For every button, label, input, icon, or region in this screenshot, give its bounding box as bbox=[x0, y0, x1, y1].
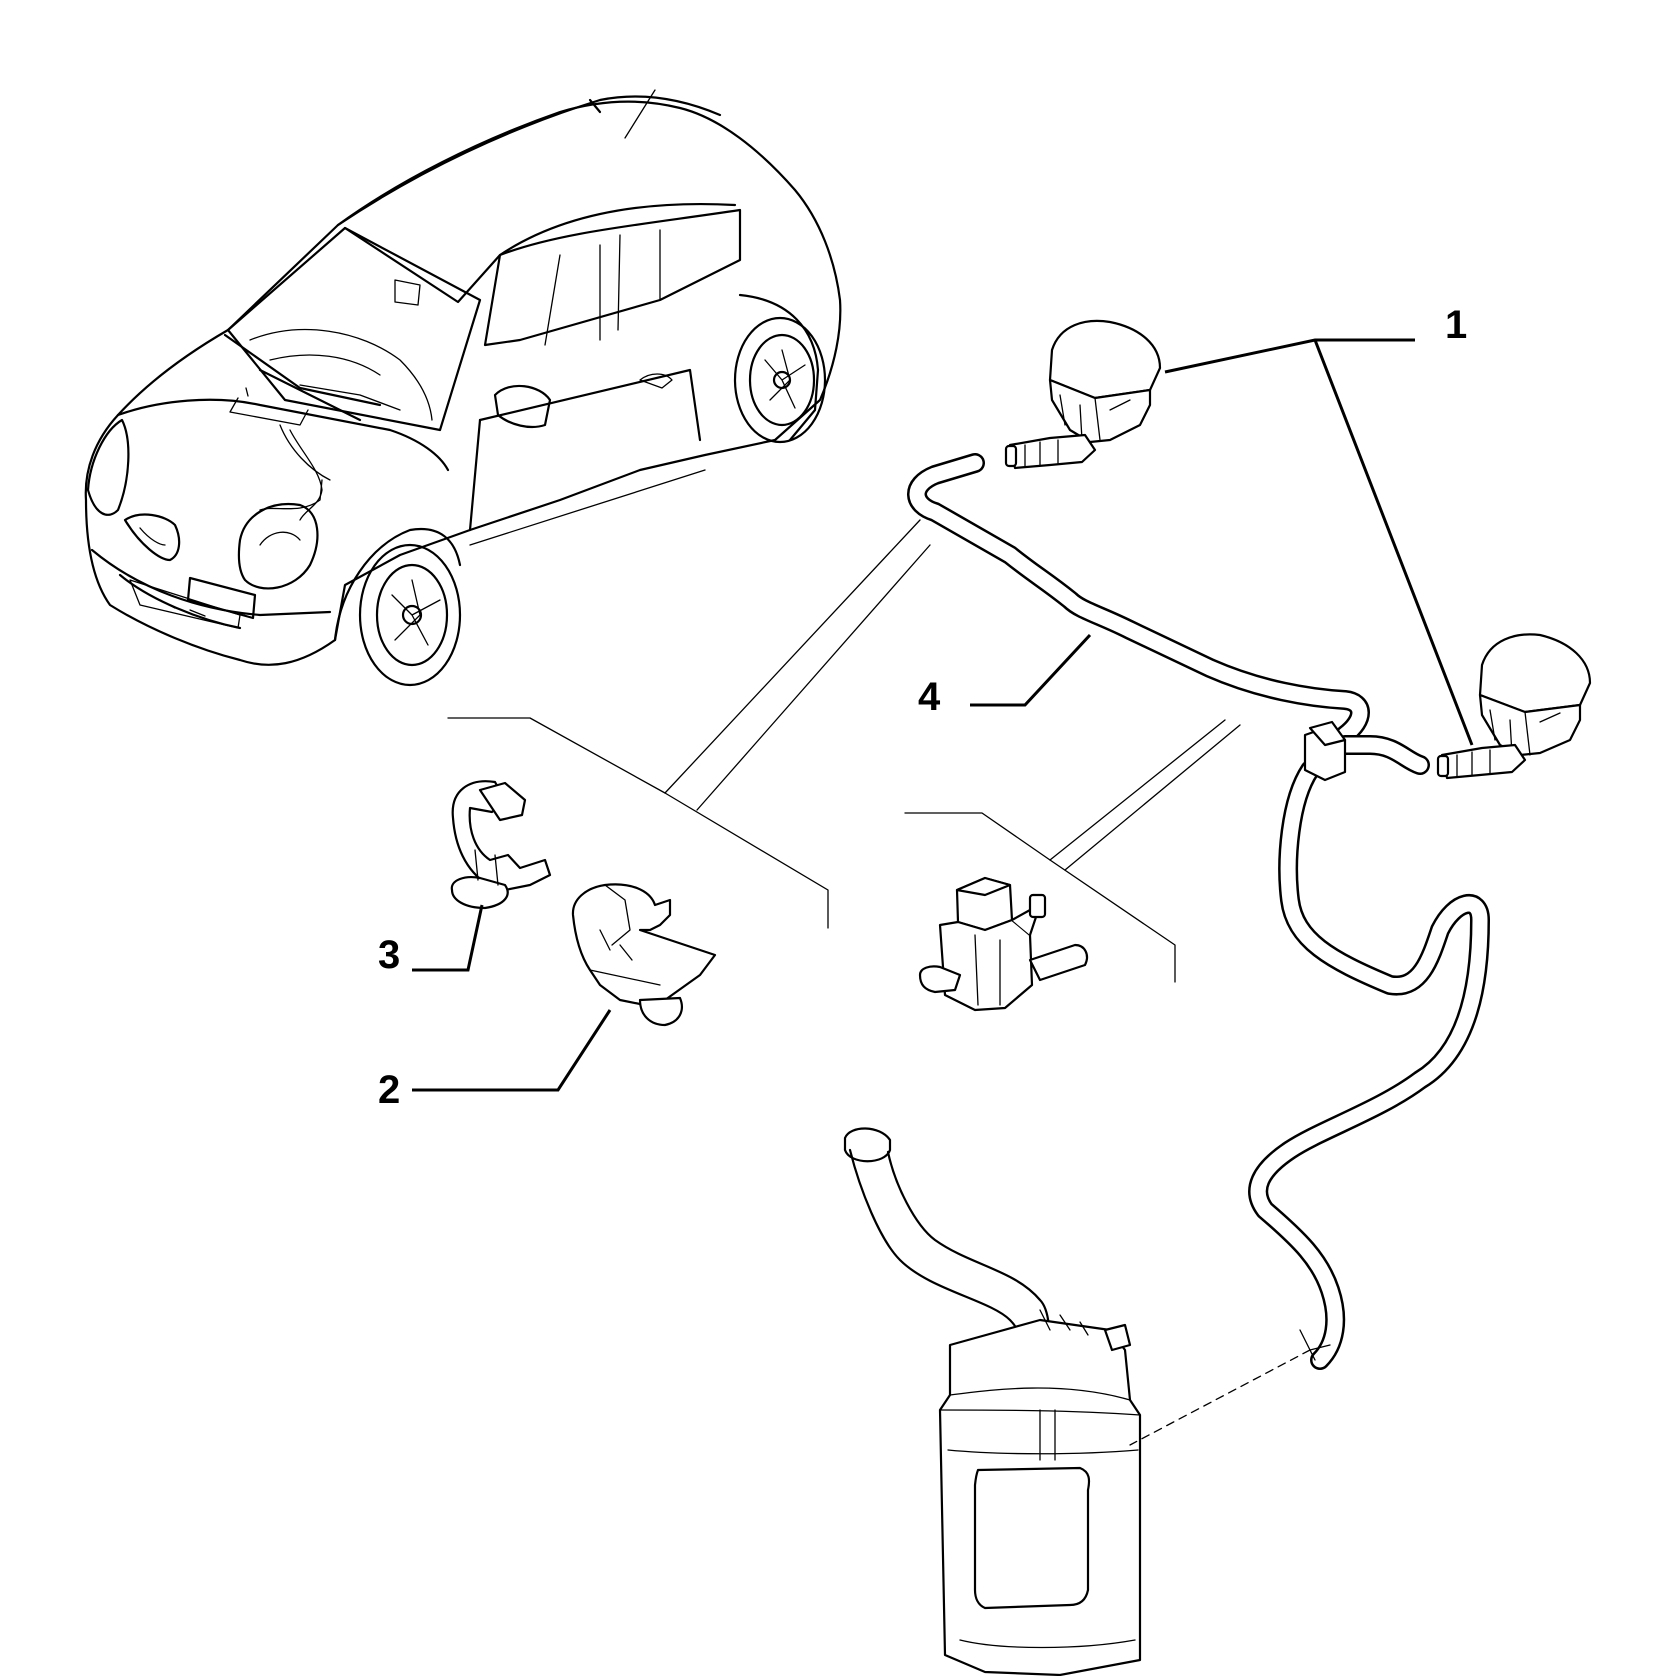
detail-bracket-center-diag2 bbox=[1064, 724, 1241, 871]
detail-bracket-center-diag bbox=[1049, 719, 1226, 861]
hose-clip-part-3 bbox=[450, 780, 552, 910]
vehicle-illustration bbox=[84, 89, 842, 687]
leader-2 bbox=[412, 1009, 612, 1092]
dashed-connection-line bbox=[1129, 1349, 1311, 1446]
leader-1 bbox=[1164, 338, 1415, 374]
leader-1b bbox=[1313, 339, 1474, 746]
detail-bracket-left-diag bbox=[664, 519, 921, 794]
leader-3 bbox=[412, 904, 484, 972]
detail-bracket-left-diag2 bbox=[696, 544, 931, 811]
leader-lines bbox=[412, 338, 1474, 1092]
callout-2: 2 bbox=[378, 1068, 400, 1112]
check-valve bbox=[918, 876, 1089, 1012]
callout-3: 3 bbox=[378, 933, 400, 977]
hose-clip-part-2 bbox=[571, 883, 717, 1027]
washer-nozzle-upper bbox=[1004, 319, 1162, 470]
callout-1: 1 bbox=[1445, 303, 1467, 347]
leader-4 bbox=[970, 633, 1092, 707]
washer-nozzle-lower bbox=[1436, 633, 1592, 780]
washer-hose-assembly bbox=[907, 453, 1490, 1370]
callout-4: 4 bbox=[918, 675, 941, 719]
washer-reservoir bbox=[843, 1127, 1142, 1676]
